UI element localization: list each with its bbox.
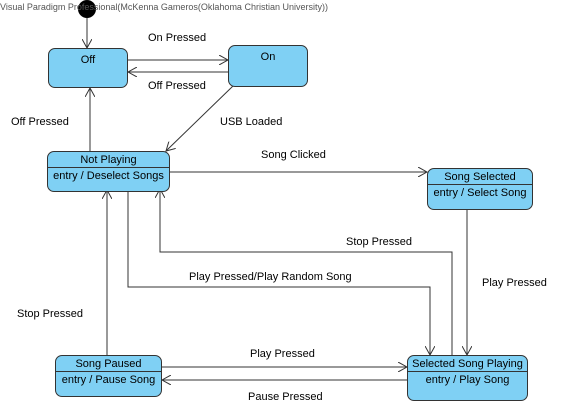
state-song-selected-action: entry / Select Song xyxy=(428,184,532,201)
label-play-random: Play Pressed/Play Random Song xyxy=(189,271,352,283)
state-off-name: Off xyxy=(80,54,96,66)
state-off[interactable]: Off xyxy=(48,48,128,88)
state-not-playing[interactable]: Not Playing entry / Deselect Songs xyxy=(47,151,170,192)
state-on[interactable]: On xyxy=(228,45,308,87)
label-usb-loaded: USB Loaded xyxy=(220,116,283,128)
state-on-name: On xyxy=(260,51,276,63)
label-off-pressed-on-off: Off Pressed xyxy=(148,80,206,92)
watermark-text: Visual Paradigm Professional(McKenna Gam… xyxy=(0,2,328,12)
label-pause-pressed: Pause Pressed xyxy=(248,391,323,403)
state-not-playing-name: Not Playing xyxy=(80,154,137,166)
label-play-pressed-sp-ssp: Play Pressed xyxy=(250,348,315,360)
state-selected-song-playing-action: entry / Play Song xyxy=(408,371,527,388)
state-selected-song-playing[interactable]: Selected Song Playing entry / Play Song xyxy=(407,355,528,401)
label-song-clicked: Song Clicked xyxy=(261,149,326,161)
state-selected-song-playing-name: Selected Song Playing xyxy=(412,358,523,370)
label-off-pressed-np-off: Off Pressed xyxy=(11,116,69,128)
state-not-playing-action: entry / Deselect Songs xyxy=(48,167,169,184)
state-song-paused[interactable]: Song Paused entry / Pause Song xyxy=(55,355,162,397)
state-song-paused-action: entry / Pause Song xyxy=(56,371,161,388)
label-on-pressed: On Pressed xyxy=(148,32,207,44)
initial-state-dot xyxy=(78,0,96,18)
label-play-pressed-ss-ssp: Play Pressed xyxy=(482,277,547,289)
label-stop-pressed-ssp-np: Stop Pressed xyxy=(346,236,413,248)
state-song-selected-name: Song Selected xyxy=(444,171,516,183)
state-song-selected[interactable]: Song Selected entry / Select Song xyxy=(427,168,533,210)
transition-play-random xyxy=(127,192,430,355)
transition-stop-pressed-ssp-np xyxy=(160,189,453,355)
label-stop-pressed-sp-np: Stop Pressed xyxy=(17,308,84,320)
state-song-paused-name: Song Paused xyxy=(75,358,142,370)
transition-usb-loaded xyxy=(166,85,234,151)
